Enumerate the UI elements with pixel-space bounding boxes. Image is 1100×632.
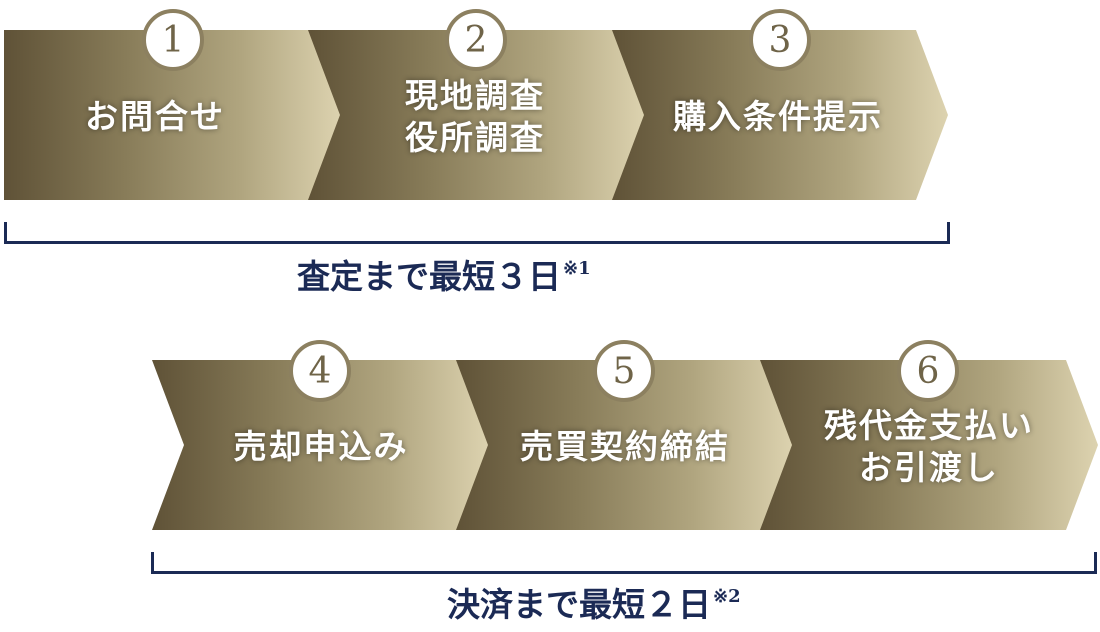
step-6-number-badge: 6: [897, 340, 959, 402]
appraisal-caption-text: 査定まで最短３日: [297, 257, 561, 296]
step-2-label: 現地調査 役所調査: [405, 76, 545, 157]
step-5-number-badge: 5: [593, 340, 655, 402]
appraisal-bracket: [4, 222, 950, 244]
step-6-chevron: 残代金支払い お引渡し: [760, 360, 1098, 530]
appraisal-caption: 査定まで最短３日※1: [297, 257, 591, 303]
settlement-caption-text: 決済まで最短２日: [447, 585, 711, 624]
step-3-label: 購入条件提示: [673, 97, 883, 136]
step-2-chevron: 現地調査 役所調査: [308, 30, 646, 200]
step-3-number-badge: 3: [749, 9, 811, 71]
step-5-label: 売買契約締結: [520, 427, 730, 466]
step-1-label: お問合せ: [85, 97, 225, 136]
step-1-number-badge: 1: [142, 9, 204, 71]
step-4-number-badge: 4: [289, 340, 351, 402]
step-6-label: 残代金支払い お引渡し: [824, 406, 1034, 487]
settlement-bracket: [151, 552, 1097, 574]
step-2-number-badge: 2: [445, 9, 507, 71]
appraisal-footnote-mark: ※1: [563, 258, 591, 279]
settlement-footnote-mark: ※2: [713, 586, 741, 607]
step-4-label: 売却申込み: [233, 427, 409, 466]
settlement-caption: 決済まで最短２日※2: [447, 585, 741, 631]
